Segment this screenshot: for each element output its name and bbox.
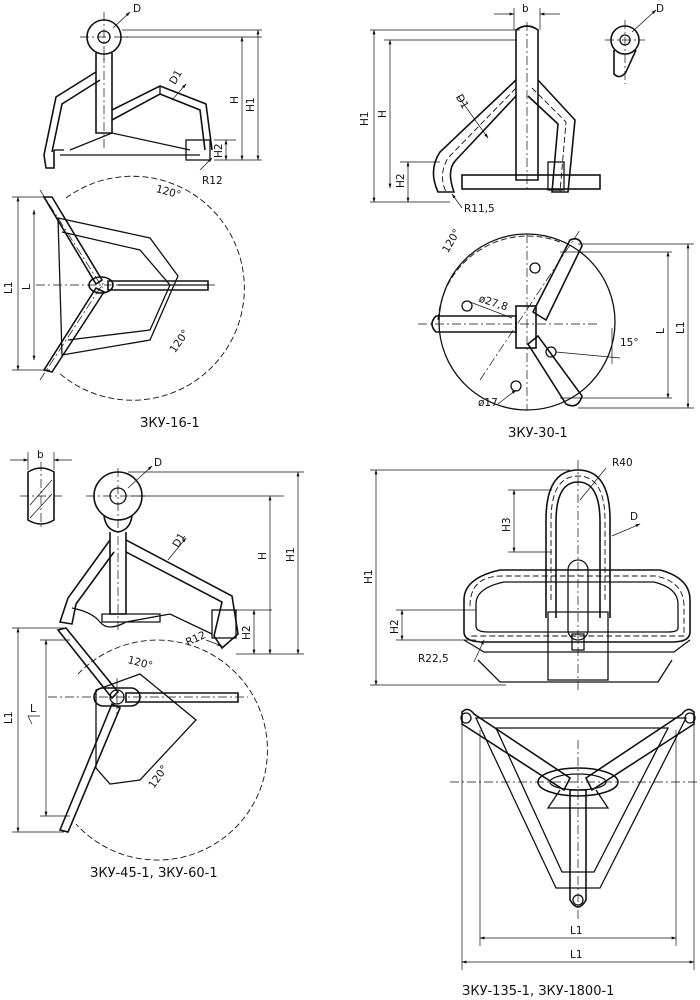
- central-stem: [95, 53, 113, 134]
- figure-zku-45-60: b D D1 R12: [3, 449, 304, 881]
- outer-loop-135: [463, 569, 691, 643]
- label-l1-30: L1: [675, 321, 687, 334]
- label-d: D: [133, 3, 141, 15]
- left-leg: [43, 71, 101, 169]
- label-d-30: D: [656, 3, 664, 15]
- caption-zku-45-60: ЗКУ-45-1, ЗКУ-60-1: [90, 866, 218, 881]
- label-angle-bottom-45: 120°: [146, 763, 170, 791]
- figure-zku-135-1800: R40 D R22,5 H1 H3 H2: [363, 457, 700, 999]
- label-d1-45: D1: [170, 531, 188, 550]
- caption-zku-30-1: ЗКУ-30-1: [508, 426, 568, 441]
- label-angle-30: 120°: [440, 227, 463, 255]
- side-view-zku-45: D D1 R12 H H1 H2: [58, 457, 304, 655]
- base-plate: [60, 132, 200, 156]
- label-r-30: R11,5: [464, 203, 495, 215]
- label-h1-45: H1: [285, 547, 297, 562]
- label-angle-bottom: 120°: [168, 328, 192, 356]
- label-d1-30: D1: [453, 92, 471, 111]
- caption-zku-16-1: ЗКУ-16-1: [140, 416, 200, 431]
- label-r: R12: [202, 175, 223, 187]
- label-hole: ø27,8: [477, 293, 509, 314]
- label-r-45: R12: [184, 629, 208, 649]
- label-l: L: [21, 284, 33, 290]
- section-b-detail: b: [10, 449, 72, 530]
- central-slot: [567, 559, 589, 641]
- label-h1: H1: [245, 97, 257, 112]
- arm-left-135: [461, 708, 572, 792]
- label-h1-135: H1: [363, 569, 375, 584]
- top-view-zku-16: 120° 120° L1 L: [3, 175, 245, 401]
- label-d1: D1: [167, 68, 185, 87]
- base-45: [71, 607, 213, 635]
- vertical-bar: [515, 25, 539, 181]
- label-r-top: R40: [612, 457, 633, 469]
- leg-lower-45: [58, 702, 122, 833]
- label-l1: L1: [3, 281, 15, 294]
- label-h-45: H: [257, 552, 269, 560]
- arm-right-135: [584, 708, 695, 792]
- base-bar: [461, 174, 601, 190]
- hub-30: [515, 305, 537, 349]
- leg-top-30: [531, 238, 583, 322]
- label-l1-135: L1: [570, 949, 583, 961]
- label-d-45: D: [154, 457, 162, 469]
- label-b-45: b: [37, 449, 44, 461]
- top-view-zku-135: L1 L1: [450, 708, 700, 970]
- label-h2-45: H2: [241, 625, 253, 640]
- top-view-zku-30: 120° ø27,8 ø17 15° L L1: [418, 227, 694, 411]
- swing-arc-45: [75, 639, 268, 861]
- label-pin: ø17: [478, 397, 498, 409]
- leg-right-45: [125, 692, 239, 703]
- eye-detail-zku-30: D: [605, 3, 664, 84]
- label-h3-135: H3: [501, 517, 513, 532]
- plate-45: [95, 673, 197, 785]
- label-h2: H2: [213, 143, 225, 158]
- arm-bottom-135: [569, 789, 587, 908]
- label-l-45: L: [30, 703, 36, 715]
- side-view-zku-135: R40 D R22,5 H1 H3 H2: [363, 457, 691, 690]
- figure-zku-16-1: D D1 R12 H: [3, 3, 262, 431]
- label-angle-top-45: 120°: [126, 654, 154, 672]
- label-tilt: 15°: [620, 337, 639, 349]
- label-l-30: L: [655, 328, 667, 334]
- label-r-135: R22,5: [418, 653, 449, 665]
- left-bent-leg: [432, 79, 517, 193]
- label-h2-135: H2: [389, 619, 401, 634]
- top-view-zku-45: 120° 120° L1 L: [3, 627, 268, 861]
- side-view-zku-30: b D1 R11,5 H1: [359, 3, 601, 215]
- base-135: [463, 639, 691, 683]
- leg-left-30: [431, 315, 517, 333]
- leg-lower: [42, 286, 106, 373]
- label-h1-30: H1: [359, 111, 371, 126]
- label-l-135: L1: [570, 925, 583, 937]
- side-view-zku-16: D D1 R12 H: [43, 3, 262, 187]
- caption-zku-135-1800: ЗКУ-135-1, ЗКУ-1800-1: [462, 984, 614, 999]
- label-l1-45: L1: [3, 711, 15, 724]
- right-leg: [111, 85, 213, 151]
- left-leg-45: [58, 539, 115, 625]
- label-d-135: D: [630, 511, 638, 523]
- right-leg-45: [125, 539, 239, 650]
- leg-upper-45: [56, 627, 120, 700]
- outer-plate: [57, 217, 179, 356]
- label-h: H: [229, 96, 241, 104]
- figure-zku-30-1: b D1 R11,5 H1: [359, 3, 694, 441]
- leg-right: [107, 280, 209, 291]
- label-b: b: [522, 3, 529, 15]
- swing-arc: [57, 175, 245, 401]
- label-h-30: H: [377, 110, 389, 118]
- leg-bottom-30: [526, 334, 583, 407]
- triangular-plate: [474, 717, 688, 889]
- label-h2-30: H2: [395, 173, 407, 188]
